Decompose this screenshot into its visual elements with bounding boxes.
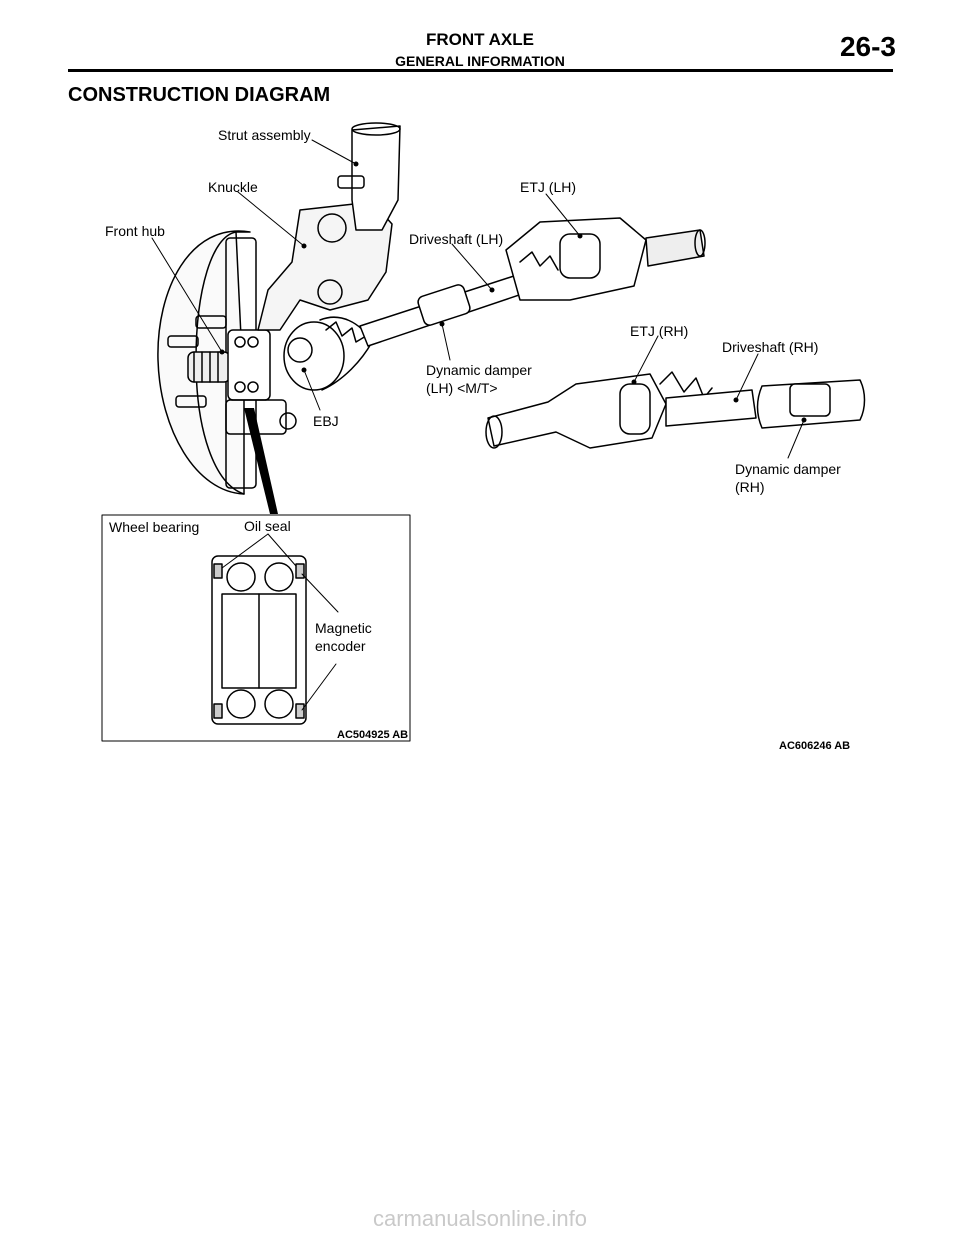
wheel-bearing-drawing (211, 555, 307, 725)
chapter-subtitle: GENERAL INFORMATION (395, 53, 565, 69)
etj-lh-drawing (505, 217, 706, 301)
label-wheel-bearing: Wheel bearing (109, 519, 200, 535)
ebj-drawing (283, 316, 373, 391)
label-knuckle: Knuckle (208, 179, 258, 195)
label-magnetic-encoder: Magnetic encoder (315, 620, 372, 654)
label-front-hub: Front hub (105, 223, 165, 239)
label-driveshaft-lh: Driveshaft (LH) (409, 231, 504, 247)
knuckle-drawing (257, 201, 393, 331)
inset-frame (101, 514, 411, 742)
construction-diagram (101, 122, 866, 742)
etj-rh-drawing (485, 371, 757, 449)
strut-assembly-drawing (337, 122, 401, 231)
label-ebj: EBJ (313, 413, 339, 429)
label-strut-assembly: Strut assembly (218, 127, 311, 143)
inset-figure-code: AC504925 AB (337, 729, 409, 741)
watermark: carmanualsonline.info (372, 1206, 588, 1231)
label-dynamic-damper-rh: Dynamic damper (RH) (735, 461, 841, 495)
leader-lines (151, 139, 805, 459)
label-driveshaft-rh: Driveshaft (RH) (722, 339, 819, 355)
label-etj-rh: ETJ (RH) (630, 323, 689, 339)
header-rule (68, 69, 893, 72)
front-hub-drawing (157, 230, 297, 495)
label-etj-lh: ETJ (LH) (520, 179, 576, 195)
page-number: 26-3 (839, 31, 896, 62)
label-oil-seal: Oil seal (244, 518, 291, 534)
label-dynamic-damper-lh: Dynamic damper (LH) <M/T> (426, 362, 532, 396)
driveshaft-rh-drawing (756, 379, 866, 429)
chapter-title: FRONT AXLE (426, 30, 534, 49)
section-title: CONSTRUCTION DIAGRAM (68, 84, 331, 106)
figure-code: AC606246 AB (779, 740, 851, 752)
